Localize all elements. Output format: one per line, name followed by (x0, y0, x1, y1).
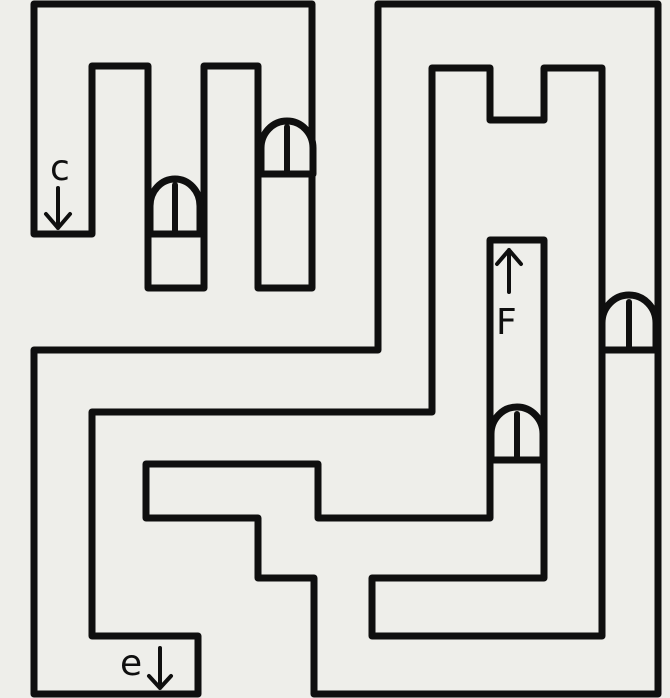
up-arrow-icon (497, 250, 521, 292)
down-arrow-icon (149, 648, 171, 688)
down-arrow-icon (46, 188, 70, 228)
door-1 (150, 179, 200, 234)
label-e-group: e (120, 643, 171, 688)
maze-wall-main (34, 4, 658, 694)
label-f: F (496, 302, 517, 343)
label-f-group: F (496, 250, 521, 343)
label-c-group: c (46, 148, 70, 228)
label-e: e (120, 643, 142, 684)
label-c: c (50, 148, 70, 189)
door-4 (602, 295, 656, 350)
door-3 (491, 407, 543, 460)
door-2 (261, 121, 313, 174)
